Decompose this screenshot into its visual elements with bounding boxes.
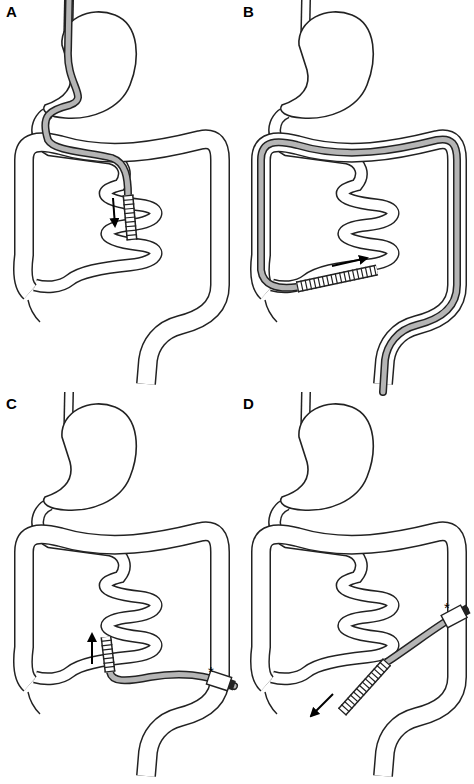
panel-letter: A [6,4,17,19]
port-asterisk: * [444,600,450,615]
panel-letter: B [243,4,254,19]
panel-letter: D [243,396,254,411]
port-asterisk: * [208,664,214,679]
panel-letter: C [6,396,17,411]
